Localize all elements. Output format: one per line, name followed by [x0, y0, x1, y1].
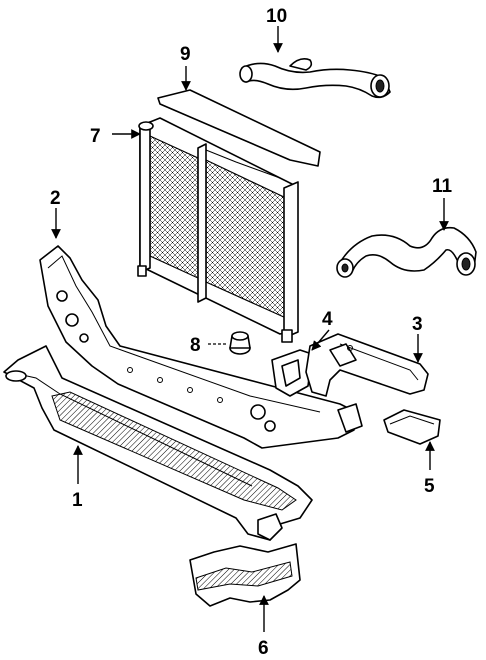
lower-cross-member [3, 345, 313, 541]
callout-8: 8 [190, 335, 201, 356]
leader-lines [51, 26, 449, 632]
callout-5: 5 [424, 476, 435, 497]
callout-1: 1 [72, 490, 83, 511]
callout-11: 11 [432, 176, 453, 197]
upper-radiator-hose [239, 58, 391, 99]
upper-support-bar [39, 245, 363, 449]
callout-10: 10 [266, 6, 287, 27]
callout-4: 4 [322, 309, 333, 330]
lower-radiator-hose [336, 226, 477, 278]
callout-6: 6 [258, 638, 269, 659]
side-support [305, 333, 429, 397]
leader-4 [311, 329, 330, 351]
air-deflector [189, 543, 301, 607]
callout-2: 2 [50, 188, 61, 209]
callout-9: 9 [180, 44, 191, 65]
small-bracket [383, 409, 441, 445]
callout-7: 7 [90, 126, 101, 147]
grommet [229, 331, 251, 355]
mounting-bracket [271, 349, 313, 397]
callout-3: 3 [412, 314, 423, 335]
radiator [137, 117, 299, 343]
